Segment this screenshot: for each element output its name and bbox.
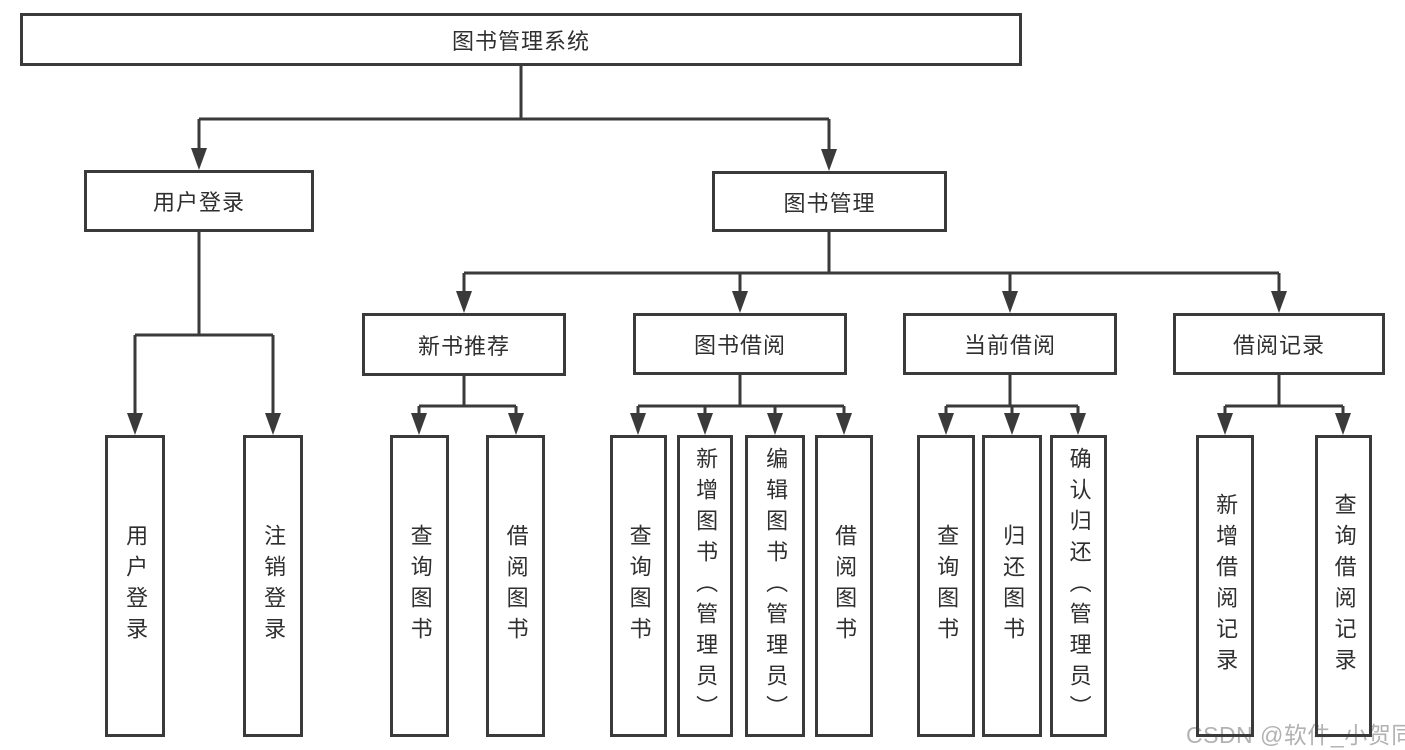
connector-book-borrow bbox=[636, 375, 846, 416]
leaf-records-query-record: 查询借阅记录 bbox=[1315, 435, 1372, 737]
node-book-borrowing: 图书借阅 bbox=[633, 313, 847, 375]
leaf-borrow-borrow-books: 借阅图书 bbox=[815, 435, 873, 737]
leaf-records-add-record: 新增借阅记录 bbox=[1196, 435, 1254, 737]
connector-current-borrow bbox=[944, 375, 1080, 416]
leaf-current-confirm-return-admin-label: 确认归还（管理员） bbox=[1066, 446, 1092, 726]
connector-borrow-records bbox=[1223, 375, 1345, 416]
leaf-borrow-edit-books-admin-label: 编辑图书（管理员） bbox=[763, 446, 789, 726]
leaf-current-confirm-return-admin: 确认归还（管理员） bbox=[1050, 435, 1107, 737]
leaf-logout: 注销登录 bbox=[243, 435, 303, 737]
connector-user-login bbox=[133, 232, 275, 416]
node-book-management-label: 图书管理 bbox=[783, 190, 876, 216]
leaf-borrow-borrow-books-label: 借阅图书 bbox=[832, 524, 858, 648]
node-borrow-records: 借阅记录 bbox=[1173, 313, 1385, 375]
node-new-book-recommend: 新书推荐 bbox=[362, 313, 566, 376]
leaf-borrow-edit-books-admin: 编辑图书（管理员） bbox=[745, 435, 805, 737]
leaf-logout-label: 注销登录 bbox=[261, 524, 287, 648]
leaf-user-login: 用户登录 bbox=[105, 435, 165, 737]
leaf-newbooks-borrow-books-label: 借阅图书 bbox=[503, 524, 529, 648]
leaf-newbooks-query-books: 查询图书 bbox=[390, 435, 449, 737]
leaf-borrow-add-books-admin: 新增图书（管理员） bbox=[677, 435, 733, 737]
node-user-login-label: 用户登录 bbox=[152, 190, 245, 215]
connector-book-mgmt bbox=[462, 232, 1281, 295]
leaf-borrow-query-books: 查询图书 bbox=[610, 435, 667, 737]
node-root-system: 图书管理系统 bbox=[20, 13, 1022, 66]
leaf-user-login-label: 用户登录 bbox=[123, 524, 149, 648]
node-user-login: 用户登录 bbox=[84, 170, 314, 232]
leaf-current-query-books: 查询图书 bbox=[917, 435, 975, 737]
connector-new-books bbox=[417, 376, 518, 416]
leaf-current-return-books: 归还图书 bbox=[982, 435, 1042, 737]
node-current-borrowing-label: 当前借阅 bbox=[963, 333, 1056, 358]
leaf-current-return-books-label: 归还图书 bbox=[1000, 524, 1026, 648]
node-new-book-recommend-label: 新书推荐 bbox=[417, 333, 510, 359]
leaf-newbooks-query-books-label: 查询图书 bbox=[407, 524, 433, 648]
node-root-system-label: 图书管理系统 bbox=[451, 28, 590, 54]
leaf-borrow-add-books-admin-label: 新增图书（管理员） bbox=[693, 446, 719, 726]
node-borrow-records-label: 借阅记录 bbox=[1232, 333, 1325, 358]
leaf-current-query-books-label: 查询图书 bbox=[934, 524, 960, 648]
leaf-borrow-query-books-label: 查询图书 bbox=[626, 524, 652, 648]
node-current-borrowing: 当前借阅 bbox=[903, 313, 1117, 375]
leaf-records-query-record-label: 查询借阅记录 bbox=[1331, 493, 1357, 679]
node-book-management: 图书管理 bbox=[712, 171, 947, 232]
node-book-borrowing-label: 图书借阅 bbox=[693, 333, 786, 358]
connector-root bbox=[197, 66, 831, 153]
leaf-newbooks-borrow-books: 借阅图书 bbox=[486, 435, 545, 737]
leaf-records-add-record-label: 新增借阅记录 bbox=[1213, 493, 1239, 679]
